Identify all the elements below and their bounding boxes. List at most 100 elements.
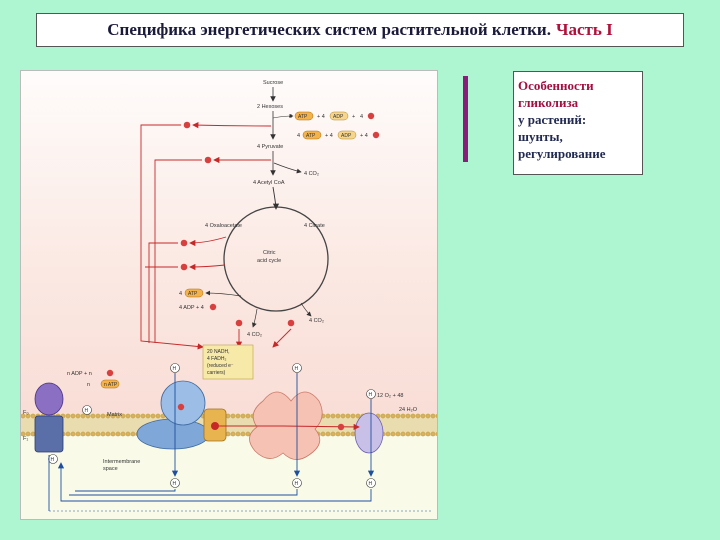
svg-text:F₁: F₁ xyxy=(23,436,28,442)
svg-text:+: + xyxy=(352,114,355,120)
lipid-head xyxy=(105,431,111,437)
lipid-head xyxy=(390,431,396,437)
pi-icon xyxy=(106,369,114,377)
lipid-head xyxy=(21,413,26,419)
lipid-head xyxy=(65,413,71,419)
lipid-head xyxy=(225,413,231,419)
lipid-head xyxy=(30,413,36,419)
electron-carrier-box xyxy=(202,344,254,380)
svg-text:carriers): carriers) xyxy=(207,370,226,376)
lipid-head xyxy=(230,431,236,437)
lipid-head xyxy=(75,413,81,419)
electron-icon xyxy=(287,319,295,327)
atp-badge xyxy=(100,379,120,389)
pi-icon xyxy=(367,112,375,120)
lipid-head xyxy=(30,431,36,437)
atp-row-2: 4 ATP + 4 ADP + 4 xyxy=(297,130,380,140)
lipid-head xyxy=(140,413,146,419)
svg-text:+ 4: + 4 xyxy=(325,133,333,139)
atp-synthase-fo xyxy=(34,415,64,453)
lipid-head xyxy=(115,431,121,437)
lipid-head xyxy=(70,413,76,419)
note-line-2: гликолиза xyxy=(518,95,579,110)
lipid-head xyxy=(80,413,86,419)
svg-text:+ 4: + 4 xyxy=(360,133,368,139)
complex-i-base xyxy=(136,418,210,450)
electron-icon xyxy=(180,239,188,247)
pyruvate-label: 4 Pyruvate xyxy=(257,144,283,150)
svg-text:F₀: F₀ xyxy=(23,410,29,416)
slide-title-part: Часть I xyxy=(555,20,613,39)
svg-text:ATP: ATP xyxy=(188,291,198,297)
complex-i-arm xyxy=(160,380,206,426)
complex-iv xyxy=(354,412,384,454)
note-line-1: Особенности xyxy=(518,78,594,93)
lipid-head xyxy=(400,413,406,419)
svg-text:n: n xyxy=(87,382,90,388)
note-line-3: у растений: xyxy=(518,112,587,127)
electron-icon xyxy=(177,403,185,411)
lipid-head xyxy=(385,431,391,437)
svg-text:4 FADH₂: 4 FADH₂ xyxy=(207,356,227,362)
lipid-head xyxy=(135,413,141,419)
lipid-head xyxy=(230,413,236,419)
lipid-head xyxy=(425,431,431,437)
electron-icon xyxy=(204,156,212,164)
lipid-head xyxy=(21,431,26,437)
slide-title-main: Специфика энергетических систем растител… xyxy=(107,20,551,39)
lipid-head xyxy=(325,431,331,437)
svg-text:4: 4 xyxy=(289,114,292,120)
svg-text:H: H xyxy=(369,481,373,487)
lipid-head xyxy=(90,431,96,437)
lipid-head xyxy=(430,413,436,419)
co2-label-cycle-b: 4 CO₂ xyxy=(247,332,262,338)
cycle-label-1: Citric xyxy=(263,250,276,256)
adp-label: n ADP + n xyxy=(67,371,92,377)
svg-text:H: H xyxy=(85,408,89,414)
lipid-head xyxy=(150,413,156,419)
lipid-head xyxy=(380,413,386,419)
lipid-head xyxy=(240,413,246,419)
pi-icon xyxy=(209,303,217,311)
slide-title: Специфика энергетических систем растител… xyxy=(36,13,684,47)
lipid-head xyxy=(130,431,136,437)
lipid-head xyxy=(245,431,251,437)
svg-text:H: H xyxy=(51,457,55,463)
svg-text:20 NADH,: 20 NADH, xyxy=(207,349,230,355)
lipid-head xyxy=(435,431,437,437)
co2-label-cycle-a: 4 CO₂ xyxy=(309,318,324,324)
lipid-head xyxy=(350,413,356,419)
lipid-head xyxy=(415,431,421,437)
svg-text:H: H xyxy=(173,366,177,372)
adp-badge xyxy=(329,111,349,121)
lipid-head xyxy=(430,431,436,437)
lipid-head xyxy=(400,431,406,437)
lipid-head xyxy=(410,413,416,419)
lipid-head xyxy=(345,431,351,437)
lipid-head xyxy=(245,413,251,419)
inner-membrane xyxy=(21,414,437,436)
water-label: 24 H₂O xyxy=(399,407,418,413)
lipid-head xyxy=(235,431,241,437)
lipid-head xyxy=(390,413,396,419)
adp-badge xyxy=(337,130,357,140)
lipid-head xyxy=(125,431,131,437)
note-line-4: шунты, xyxy=(518,129,563,144)
lipid-head xyxy=(115,413,121,419)
lipid-head xyxy=(25,431,31,437)
note-box: Особенности гликолиза у растений: шунты,… xyxy=(513,71,643,175)
lipid-head xyxy=(335,431,341,437)
lipid-head xyxy=(145,413,151,419)
lipid-head xyxy=(100,413,106,419)
lipid-head xyxy=(155,413,161,419)
cycle-label-2: acid cycle xyxy=(257,258,281,264)
lipid-head xyxy=(95,431,101,437)
electron-icon xyxy=(180,263,188,271)
pi-icon xyxy=(372,131,380,139)
lipid-head xyxy=(420,413,426,419)
proton-badges: H H H H H H H H xyxy=(48,363,376,488)
lipid-head xyxy=(110,431,116,437)
svg-text:n ATP: n ATP xyxy=(104,382,118,388)
atp-badge xyxy=(184,288,204,298)
lipid-head xyxy=(65,431,71,437)
